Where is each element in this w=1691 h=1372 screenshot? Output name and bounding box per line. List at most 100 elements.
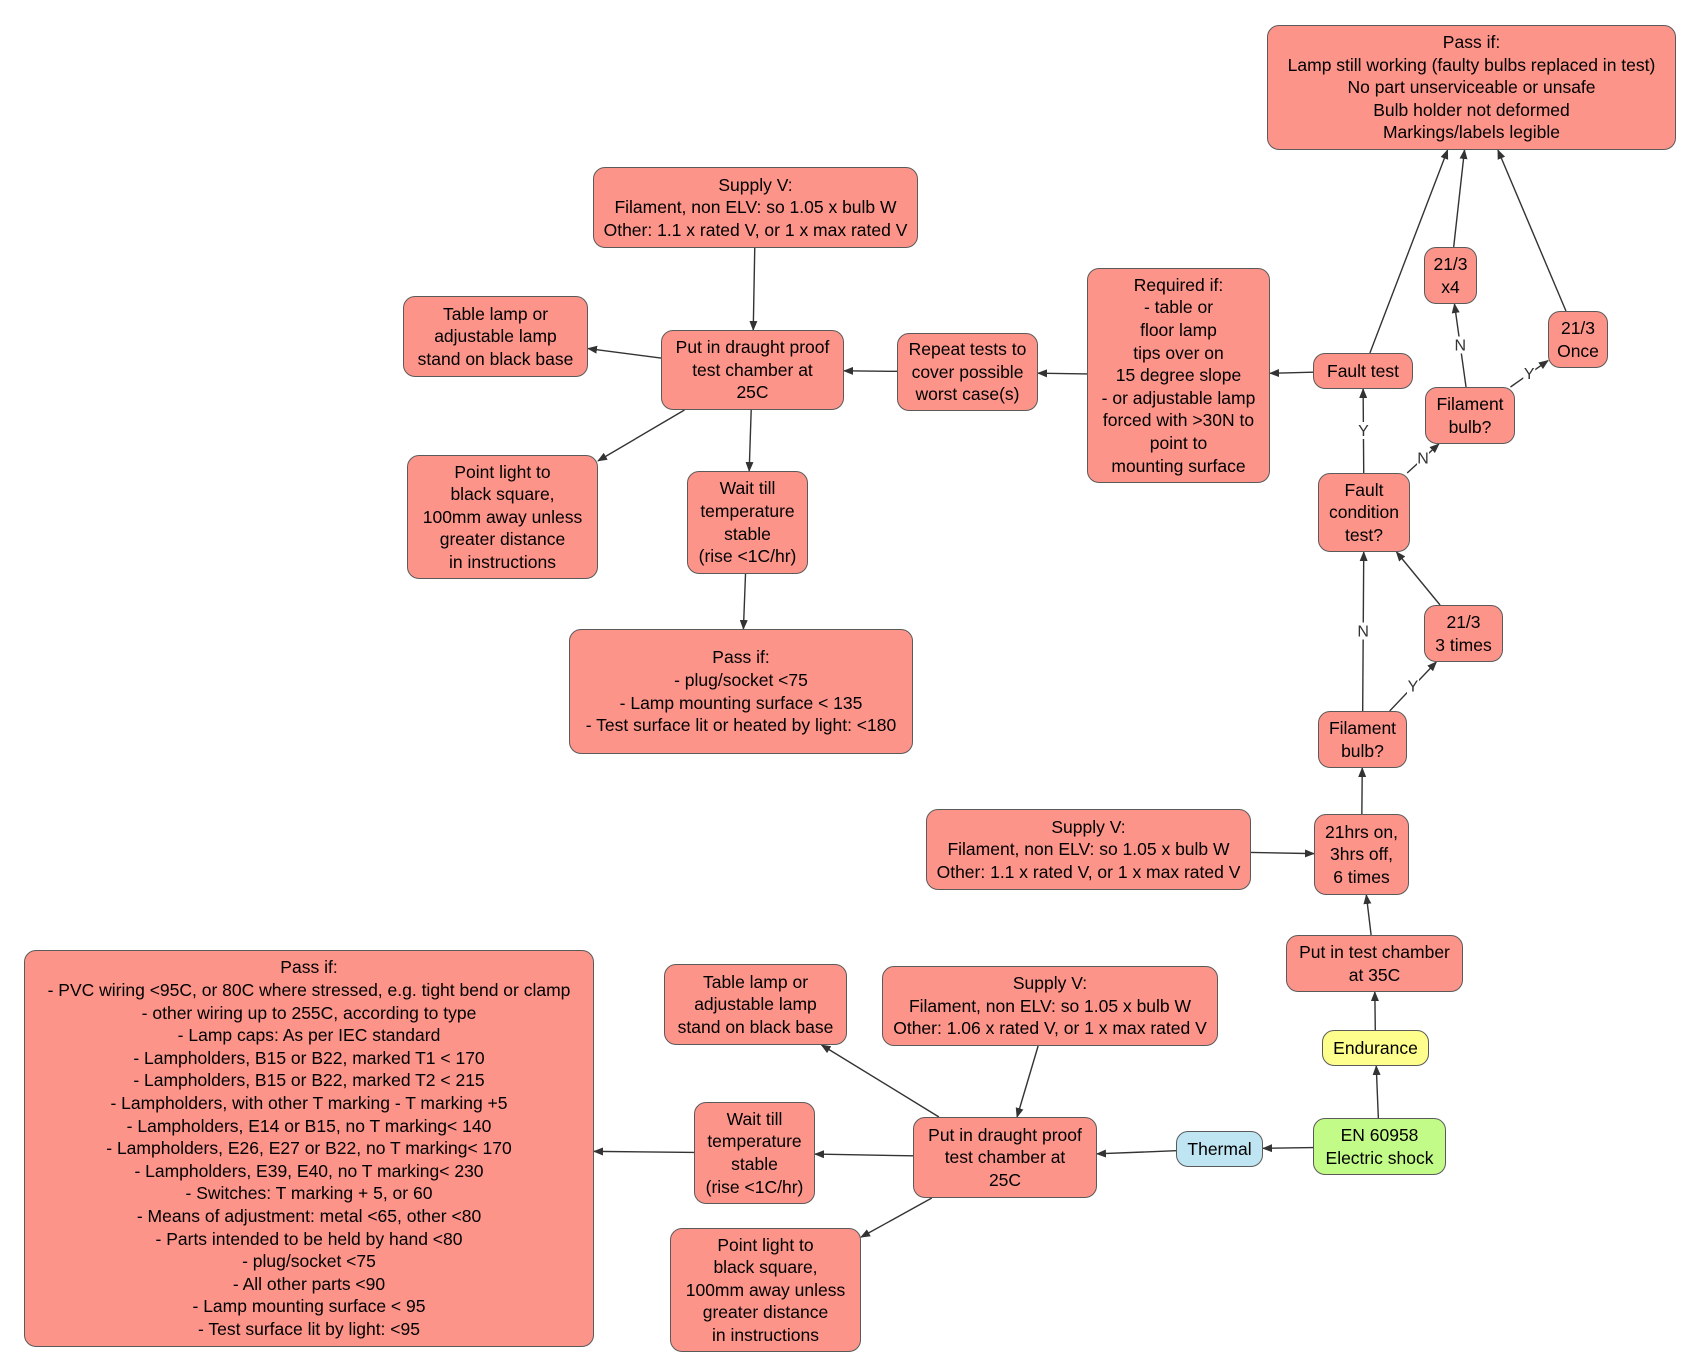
node-line: 100mm away unless: [685, 1279, 846, 1300]
node-supply-top: Supply V:Filament, non ELV: so 1.05 x bu…: [593, 167, 918, 248]
node-line: - Lampholders, E14 or B15, no T marking<…: [126, 1115, 492, 1136]
node-line: Supply V:: [1012, 973, 1088, 994]
node-line: - Lampholders, B15 or B22, marked T1 < 1…: [133, 1047, 485, 1068]
node-fault-test: Fault test: [1313, 353, 1413, 389]
edge-test35-to-cycle: [1363, 894, 1372, 936]
node-line: bulb?: [1448, 416, 1492, 437]
node-line: Table lamp or: [702, 971, 809, 992]
node-line: 6 times: [1333, 866, 1390, 887]
edge-label: Y: [1358, 423, 1369, 440]
node-line: Filament, non ELV: so 1.05 x bulb W: [947, 839, 1230, 860]
node-line: (rise <1C/hr): [698, 546, 797, 567]
node-line: stable: [724, 523, 771, 544]
node-line: - Lampholders, B15 or B22, marked T2 < 2…: [133, 1070, 485, 1091]
edge-label-bg: [1417, 449, 1430, 467]
node-line: 21hrs on,: [1325, 821, 1398, 842]
node-line: adjustable lamp: [694, 994, 817, 1015]
node-line: 25C: [988, 1169, 1022, 1190]
node-line: Wait till: [726, 1108, 783, 1129]
node-line: temperature: [700, 500, 795, 521]
node-line: worst case(s): [915, 384, 1020, 405]
edge-en-to-thermal: [1262, 1144, 1314, 1153]
node-line: Point light to: [454, 461, 551, 482]
node-supply-bot: Supply V:Filament, non ELV: so 1.05 x bu…: [882, 966, 1218, 1046]
node-line: x4: [1441, 276, 1460, 297]
node-line: - Lamp mounting surface < 95: [192, 1296, 426, 1317]
edge-label-bg: [1454, 336, 1467, 354]
edge-en-to-endurance: [1372, 1065, 1381, 1119]
edge-label-bg: [1407, 677, 1419, 695]
node-line: Repeat tests to: [908, 339, 1027, 360]
edge-thermal-to-draught-bot: [1096, 1149, 1177, 1158]
node-line: Lamp still working (faulty bulbs replace…: [1287, 54, 1656, 75]
node-line: - Lamp caps: As per IEC standard: [177, 1025, 441, 1046]
edge-draught-bot-to-point-bot: [860, 1197, 933, 1238]
node-line: 3 times: [1435, 634, 1492, 655]
edge-x4-to-pass-endurance: [1452, 149, 1468, 248]
edge-draught-top-to-point-top: [597, 409, 685, 462]
node-line: 25C: [736, 382, 769, 403]
node-pass-endurance: Pass if:Lamp still working (faulty bulbs…: [1267, 25, 1676, 150]
node-line: Point light to: [717, 1234, 814, 1255]
node-line: Filament, non ELV: so 1.05 x bulb W: [908, 995, 1192, 1016]
node-line: in instructions: [449, 551, 556, 572]
node-line: bulb?: [1341, 740, 1384, 761]
edge-fault-test-to-pass-endurance: [1369, 149, 1449, 354]
node-line: - or adjustable lamp: [1101, 387, 1256, 408]
node-line: Table lamp or: [442, 303, 549, 324]
node-line: - Test surface lit by light: <95: [198, 1318, 420, 1339]
node-line: greater distance: [702, 1302, 829, 1323]
edge-label: N: [1357, 624, 1369, 641]
node-line: condition: [1328, 502, 1400, 523]
node-line: - other wiring up to 255C, according to …: [141, 1002, 477, 1023]
node-line: test?: [1345, 524, 1383, 545]
node-line: black square,: [450, 484, 555, 505]
node-pass-top: Pass if:- plug/socket <75- Lamp mounting…: [569, 629, 913, 754]
node-line: greater distance: [439, 529, 566, 550]
node-line: - Lamp mounting surface < 135: [619, 692, 863, 713]
edge-label-bg: [1357, 622, 1370, 640]
node-line: Endurance: [1333, 1037, 1418, 1058]
node-line: 21/3: [1560, 317, 1596, 338]
node-line: - PVC wiring <95C, or 80C where stressed…: [47, 980, 571, 1001]
node-line: - plug/socket <75: [674, 669, 808, 690]
node-line: Fault: [1344, 479, 1384, 500]
node-line: - All other parts <90: [232, 1273, 386, 1294]
node-line: - table or: [1143, 297, 1214, 318]
node-line: - Test surface lit or heated by light: <…: [585, 715, 897, 736]
edge-once-to-pass-endurance: [1497, 149, 1567, 312]
node-line: Supply V:: [718, 174, 793, 195]
node-endurance: Endurance: [1322, 1030, 1429, 1066]
edge-supply-top-to-draught-top: [749, 247, 758, 331]
node-line: Fault test: [1327, 360, 1399, 381]
node-line: 100mm away unless: [422, 506, 583, 527]
edge-draught-bot-to-wait-bot: [814, 1150, 914, 1159]
node-line: black square,: [713, 1257, 818, 1278]
node-line: Filament: [1328, 717, 1397, 738]
node-line: stand on black base: [677, 1016, 834, 1037]
node-line: Put in draught proof: [675, 337, 830, 358]
node-line: floor lamp: [1140, 320, 1217, 341]
node-line: 15 degree slope: [1115, 365, 1242, 386]
node-line: (rise <1C/hr): [705, 1176, 804, 1197]
node-line: forced with >30N to: [1102, 410, 1255, 431]
edge-three-times-to-fault-cond: [1395, 551, 1441, 606]
node-cycle: 21hrs on,3hrs off,6 times: [1314, 814, 1409, 895]
node-line: EN 60958: [1340, 1124, 1419, 1145]
node-line: Electric shock: [1325, 1147, 1434, 1168]
node-pass-thermal: Pass if:- PVC wiring <95C, or 80C where …: [24, 950, 594, 1347]
node-line: stable: [731, 1154, 778, 1174]
